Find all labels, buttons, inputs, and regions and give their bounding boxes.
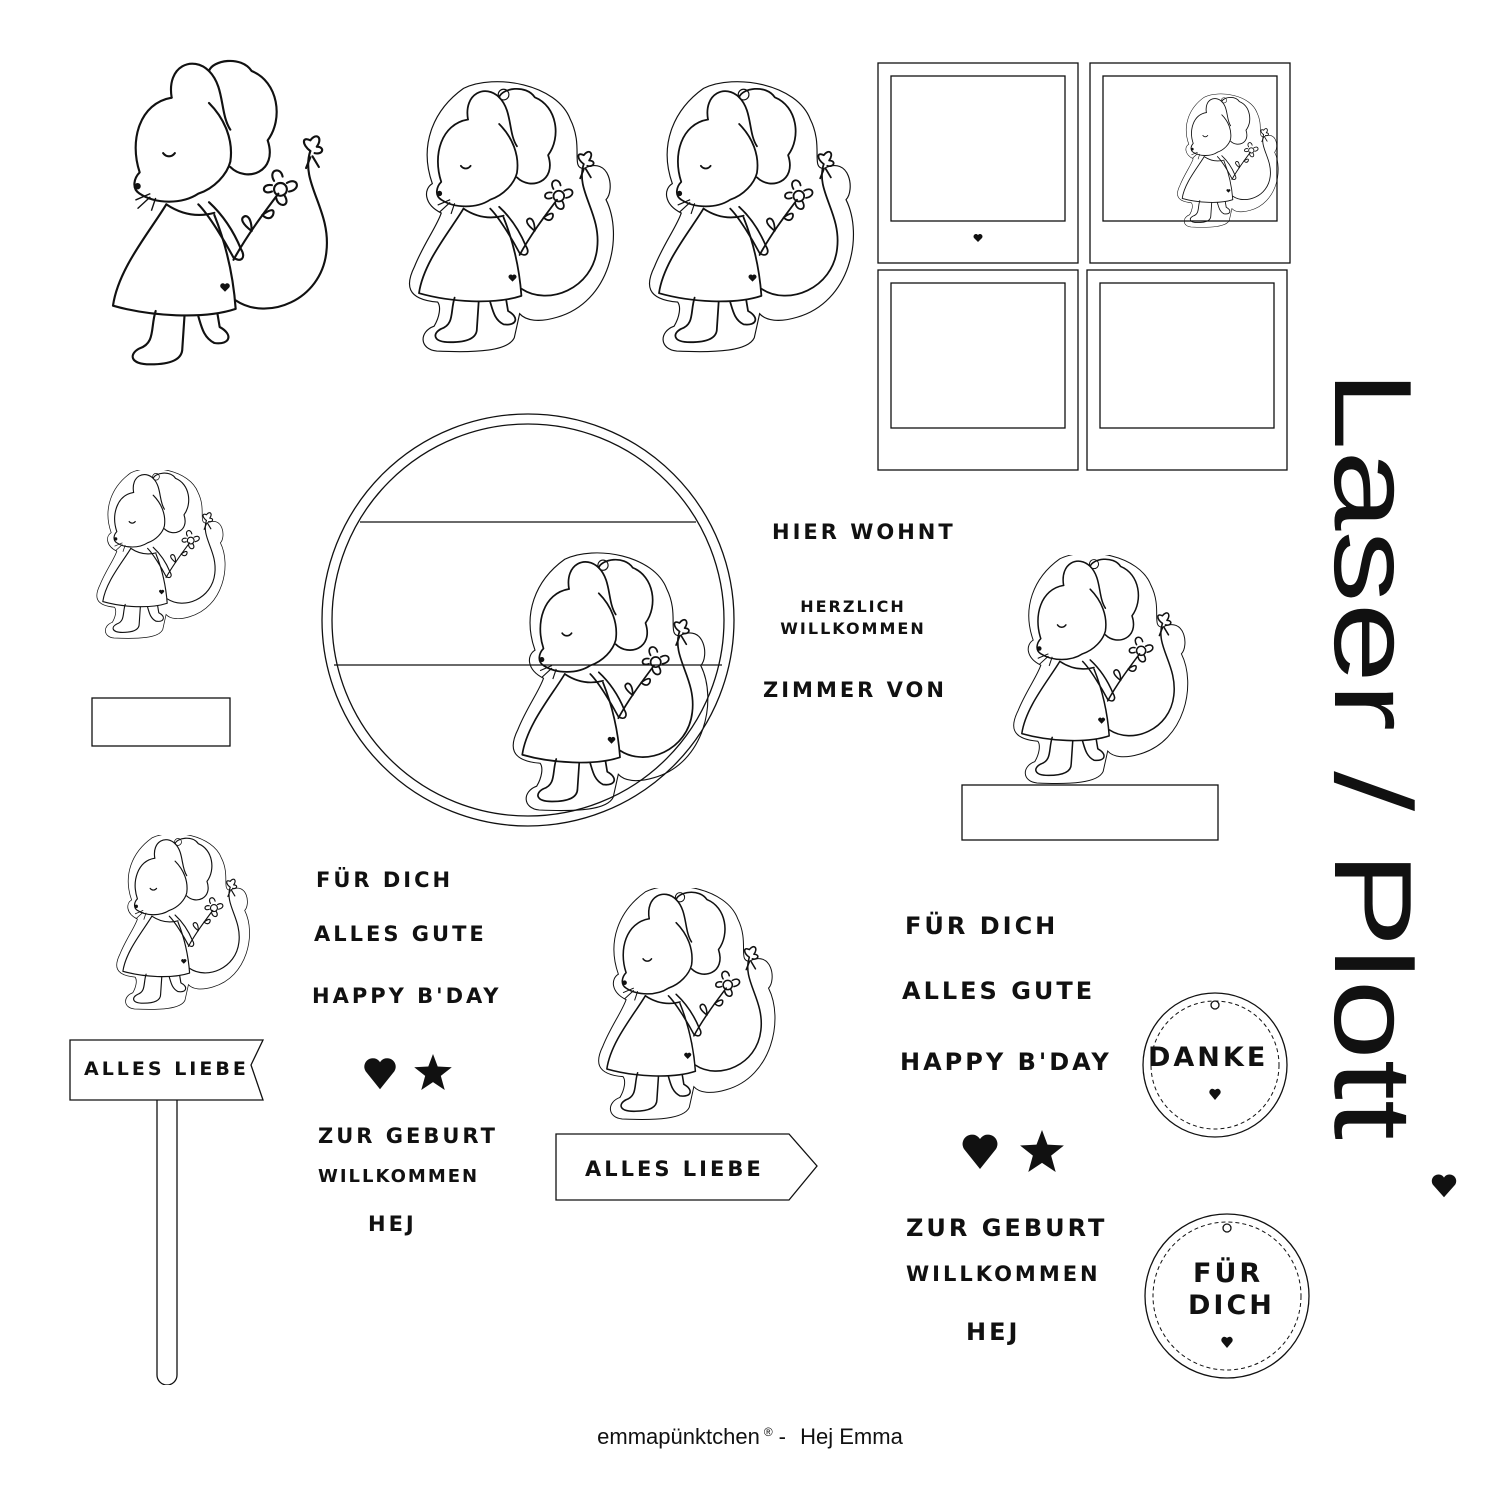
flag-label: ALLES LIEBE: [84, 1058, 249, 1080]
tag-fuer-dich-line2: DICH: [1188, 1290, 1275, 1321]
mouse-keychain-2: [648, 81, 855, 353]
mouse-illustration-large: [111, 59, 329, 366]
left-label-zur-geburt: ZUR GEBURT: [318, 1124, 498, 1148]
mouse-arrow-sign: [555, 888, 818, 1201]
heart-icon: [962, 1134, 998, 1169]
tag-fuer-dich-line1: FÜR: [1193, 1258, 1264, 1289]
footer-brand: emmapünktchen: [597, 1424, 760, 1449]
arrow-label: ALLES LIEBE: [585, 1157, 764, 1181]
right-label-fuer-dich: FÜR DICH: [905, 912, 1059, 940]
footer-separator: -: [778, 1424, 786, 1449]
left-label-fuer-dich: FÜR DICH: [316, 868, 454, 892]
herzlich-willkommen-label: HERZLICH WILLKOMMEN: [780, 597, 926, 638]
zimmer-von-label: ZIMMER VON: [763, 678, 947, 702]
star-icon: [1020, 1130, 1064, 1172]
right-label-happy-bday: HAPPY B'DAY: [900, 1048, 1112, 1076]
tag-fuer-dich: [1144, 1213, 1310, 1379]
right-label-zur-geburt: ZUR GEBURT: [906, 1214, 1108, 1242]
left-label-alles-gute: ALLES GUTE: [314, 922, 487, 946]
mouse-stand: [91, 470, 231, 747]
photo-frame: [1086, 269, 1288, 471]
star-icon: [414, 1054, 452, 1090]
photo-frame: [877, 62, 1079, 264]
right-label-hej: HEJ: [966, 1318, 1021, 1346]
footer-collection: Hej Emma: [800, 1424, 903, 1449]
cake-topper: [69, 835, 265, 1385]
tag-danke-label: DANKE: [1148, 1042, 1269, 1073]
mouse-stand-large: [961, 555, 1219, 841]
heart-icon: [364, 1058, 396, 1090]
tag-danke: [1142, 992, 1288, 1138]
registered-mark: ®: [763, 1424, 773, 1439]
left-label-hej: HEJ: [368, 1212, 417, 1236]
heart-icon: [1431, 1174, 1457, 1198]
right-label-willkommen: WILLKOMMEN: [906, 1262, 1101, 1286]
photo-frame: [1089, 62, 1291, 264]
left-label-willkommen: WILLKOMMEN: [318, 1166, 480, 1187]
photo-frame: [877, 269, 1079, 471]
left-label-happy-bday: HAPPY B'DAY: [312, 984, 502, 1008]
photo-frame-grid: [877, 62, 1291, 471]
mouse-keychain-1: [408, 81, 615, 353]
round-door-sign: [321, 413, 735, 827]
hier-wohnt-label: HIER WOHNT: [772, 520, 956, 544]
footer: emmapünktchen®- Hej Emma: [0, 1424, 1500, 1450]
side-title: Laser / Plott: [1240, 360, 1500, 1180]
side-title-text: Laser / Plott: [1311, 370, 1434, 1140]
right-label-alles-gute: ALLES GUTE: [902, 977, 1096, 1005]
